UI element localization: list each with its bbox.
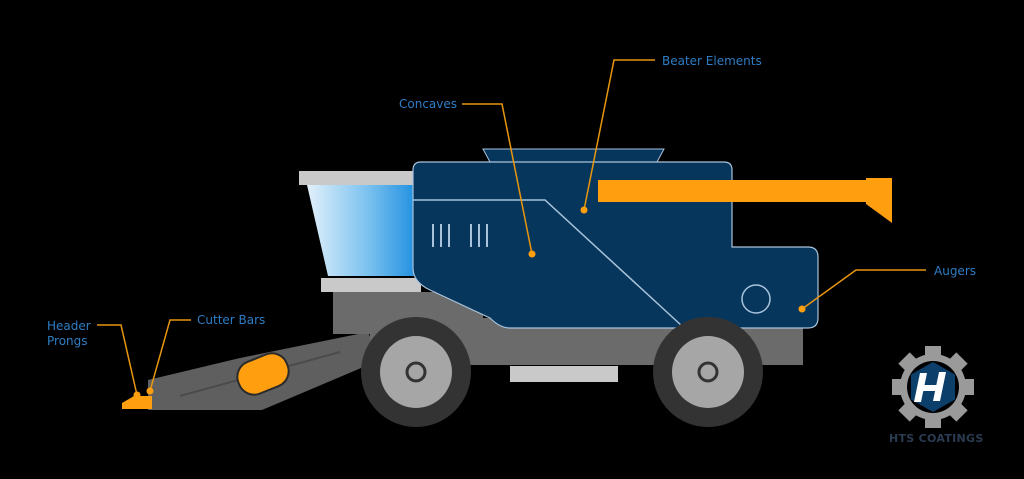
cab-roof <box>299 171 417 185</box>
cab-floor <box>321 278 421 292</box>
hts-coatings-logo: HTS COATINGS <box>889 346 984 445</box>
cutter-bars-leader <box>149 319 191 392</box>
concaves-label: Concaves <box>399 97 457 111</box>
callout-header-prongs: Header Prongs <box>47 319 141 399</box>
body-panel-line <box>413 199 683 327</box>
header-auger-roller <box>236 352 290 396</box>
chassis-step <box>510 366 618 382</box>
cutter-bars-label: Cutter Bars <box>197 313 265 327</box>
gear-h-icon <box>892 346 974 428</box>
beater-elements-leader <box>583 59 655 211</box>
augers-label: Augers <box>934 264 976 278</box>
concaves-leader <box>462 103 533 255</box>
augers-leader <box>801 269 926 310</box>
callout-cutter-bars: Cutter Bars <box>146 313 265 395</box>
vent-slots <box>432 224 488 247</box>
header-prongs-label-line2: Prongs <box>47 334 88 348</box>
front-wheel <box>361 317 471 427</box>
cutter-bar-blade <box>122 396 152 409</box>
callout-concaves: Concaves <box>399 97 536 258</box>
callout-augers: Augers <box>798 264 976 313</box>
logo-wordmark: HTS COATINGS <box>889 432 984 445</box>
augers-dot <box>798 305 806 313</box>
beater-elements-label: Beater Elements <box>662 54 762 68</box>
cab-window <box>307 185 417 276</box>
body-porthole <box>741 284 771 314</box>
concaves-dot <box>528 250 536 258</box>
header-prongs-label-line1: Header <box>47 319 91 333</box>
cutter-bars-dot <box>146 387 154 395</box>
unloading-auger <box>598 178 892 223</box>
header-prongs-dot <box>133 391 141 399</box>
callout-beater-elements: Beater Elements <box>580 54 762 214</box>
beater-elements-dot <box>580 206 588 214</box>
header-prongs-leader <box>97 324 138 396</box>
grain-tank-lid <box>482 148 665 163</box>
rear-wheel <box>653 317 763 427</box>
